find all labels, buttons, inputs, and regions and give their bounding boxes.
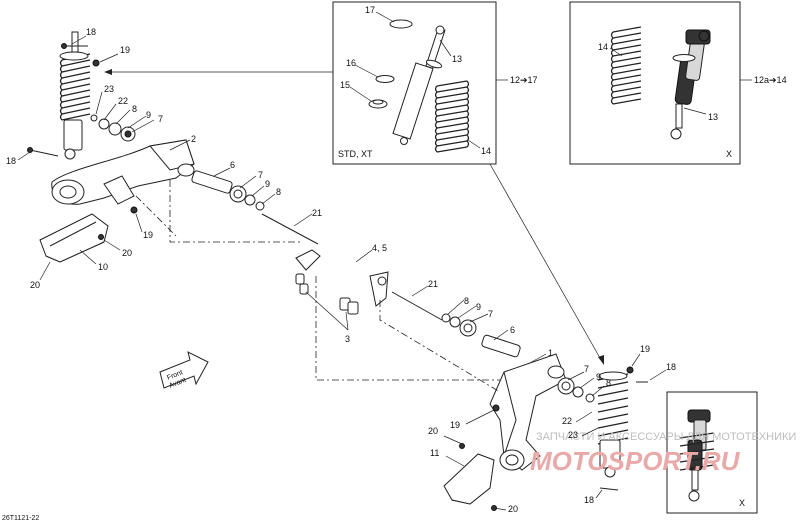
callout-20-bottom: 20 <box>508 504 518 514</box>
callout-20-left: 20 <box>122 248 132 258</box>
callout-23-left: 23 <box>104 84 114 94</box>
a-arm-2 <box>51 139 195 205</box>
callout-22-left: 22 <box>118 96 128 106</box>
callout-21-upper: 21 <box>312 208 322 218</box>
callout-9-right: 9 <box>596 372 601 382</box>
left-shock <box>59 31 91 160</box>
callout-23-right: 23 <box>568 430 578 440</box>
watermark-text: ЗАПЧАСТИ И АКСЕССУАРЫ ДЛЯ МОТОТЕХНИКИ <box>536 431 796 443</box>
callout-21-lower: 21 <box>428 279 438 289</box>
callout-8-lower: 8 <box>464 296 469 306</box>
cup-15-inner <box>372 99 384 105</box>
callout-8-upper: 8 <box>276 187 281 197</box>
inset-std-label: STD, XT <box>338 149 373 159</box>
callout-9-left: 9 <box>146 110 151 120</box>
spring-14-x <box>610 26 642 105</box>
callout-9-upper: 9 <box>265 179 270 189</box>
washer-17 <box>389 19 413 29</box>
shock-13-std <box>392 25 446 145</box>
spring-14-std <box>434 80 470 153</box>
callout-6-lower: 6 <box>510 325 515 335</box>
callout-8-right: 8 <box>606 378 611 388</box>
skid-plate-11 <box>443 453 495 505</box>
callout-20-bottom-left: 20 <box>30 280 40 290</box>
callout-16: 16 <box>346 58 356 68</box>
inset-x-top: 14 13 X 12a➔14 <box>569 1 787 165</box>
callout-18-top: 18 <box>86 27 96 37</box>
inset-std-xt: 17 16 15 13 14 STD, XT 12➔17 <box>332 1 538 165</box>
diagram-code: 26T1121-22 <box>2 515 39 522</box>
callout-13-std: 13 <box>452 54 462 64</box>
callout-7-right: 7 <box>584 364 589 374</box>
callout-7-upper: 7 <box>258 170 263 180</box>
callout-11: 11 <box>430 448 439 458</box>
front-arrow: Front Avant <box>159 351 209 390</box>
callout-13-x: 13 <box>708 112 718 122</box>
callout-19-left: 19 <box>143 230 153 240</box>
callout-22-right: 22 <box>562 416 572 426</box>
callout-3: 3 <box>345 334 350 344</box>
callout-9-lower: 9 <box>476 302 481 312</box>
callout-2: 2 <box>191 134 196 144</box>
callout-19-top: 19 <box>120 45 130 55</box>
callout-18-right: 18 <box>666 362 676 372</box>
inset-x-top-range: 12a➔14 <box>754 75 787 85</box>
callout-18-left: 18 <box>6 156 16 166</box>
callout-15: 15 <box>340 80 350 90</box>
callout-19-lower: 19 <box>450 420 460 430</box>
callout-4-5: 4, 5 <box>372 243 387 253</box>
callout-6-upper: 6 <box>230 160 235 170</box>
a-arm-1 <box>489 353 567 471</box>
inset-x-bottom-label: X <box>739 498 745 508</box>
inset-std-range: 12➔17 <box>510 75 538 85</box>
callout-1: 1 <box>548 348 553 358</box>
callout-14-x: 14 <box>598 42 608 52</box>
callout-8-left: 8 <box>132 104 137 114</box>
callout-7-left: 7 <box>158 114 163 124</box>
inset-x-top-label: X <box>726 149 732 159</box>
callout-20-right: 20 <box>428 426 438 436</box>
inset-x-bottom: X <box>666 391 758 514</box>
washer-16 <box>375 75 395 83</box>
callout-14-std: 14 <box>481 146 491 156</box>
callout-19-right: 19 <box>640 344 650 354</box>
skid-plate-10 <box>39 213 109 263</box>
callout-18-bottom: 18 <box>584 495 594 505</box>
arrow-to-right-shock <box>489 163 601 359</box>
callout-17: 17 <box>365 5 375 15</box>
callout-7-lower: 7 <box>488 309 493 319</box>
right-shock <box>597 371 629 478</box>
callout-10: 10 <box>98 262 108 272</box>
watermark-logo: MOTOSPORT.RU <box>530 446 741 476</box>
sway-bar-4-5 <box>295 248 393 307</box>
shock-13-x <box>670 29 711 140</box>
